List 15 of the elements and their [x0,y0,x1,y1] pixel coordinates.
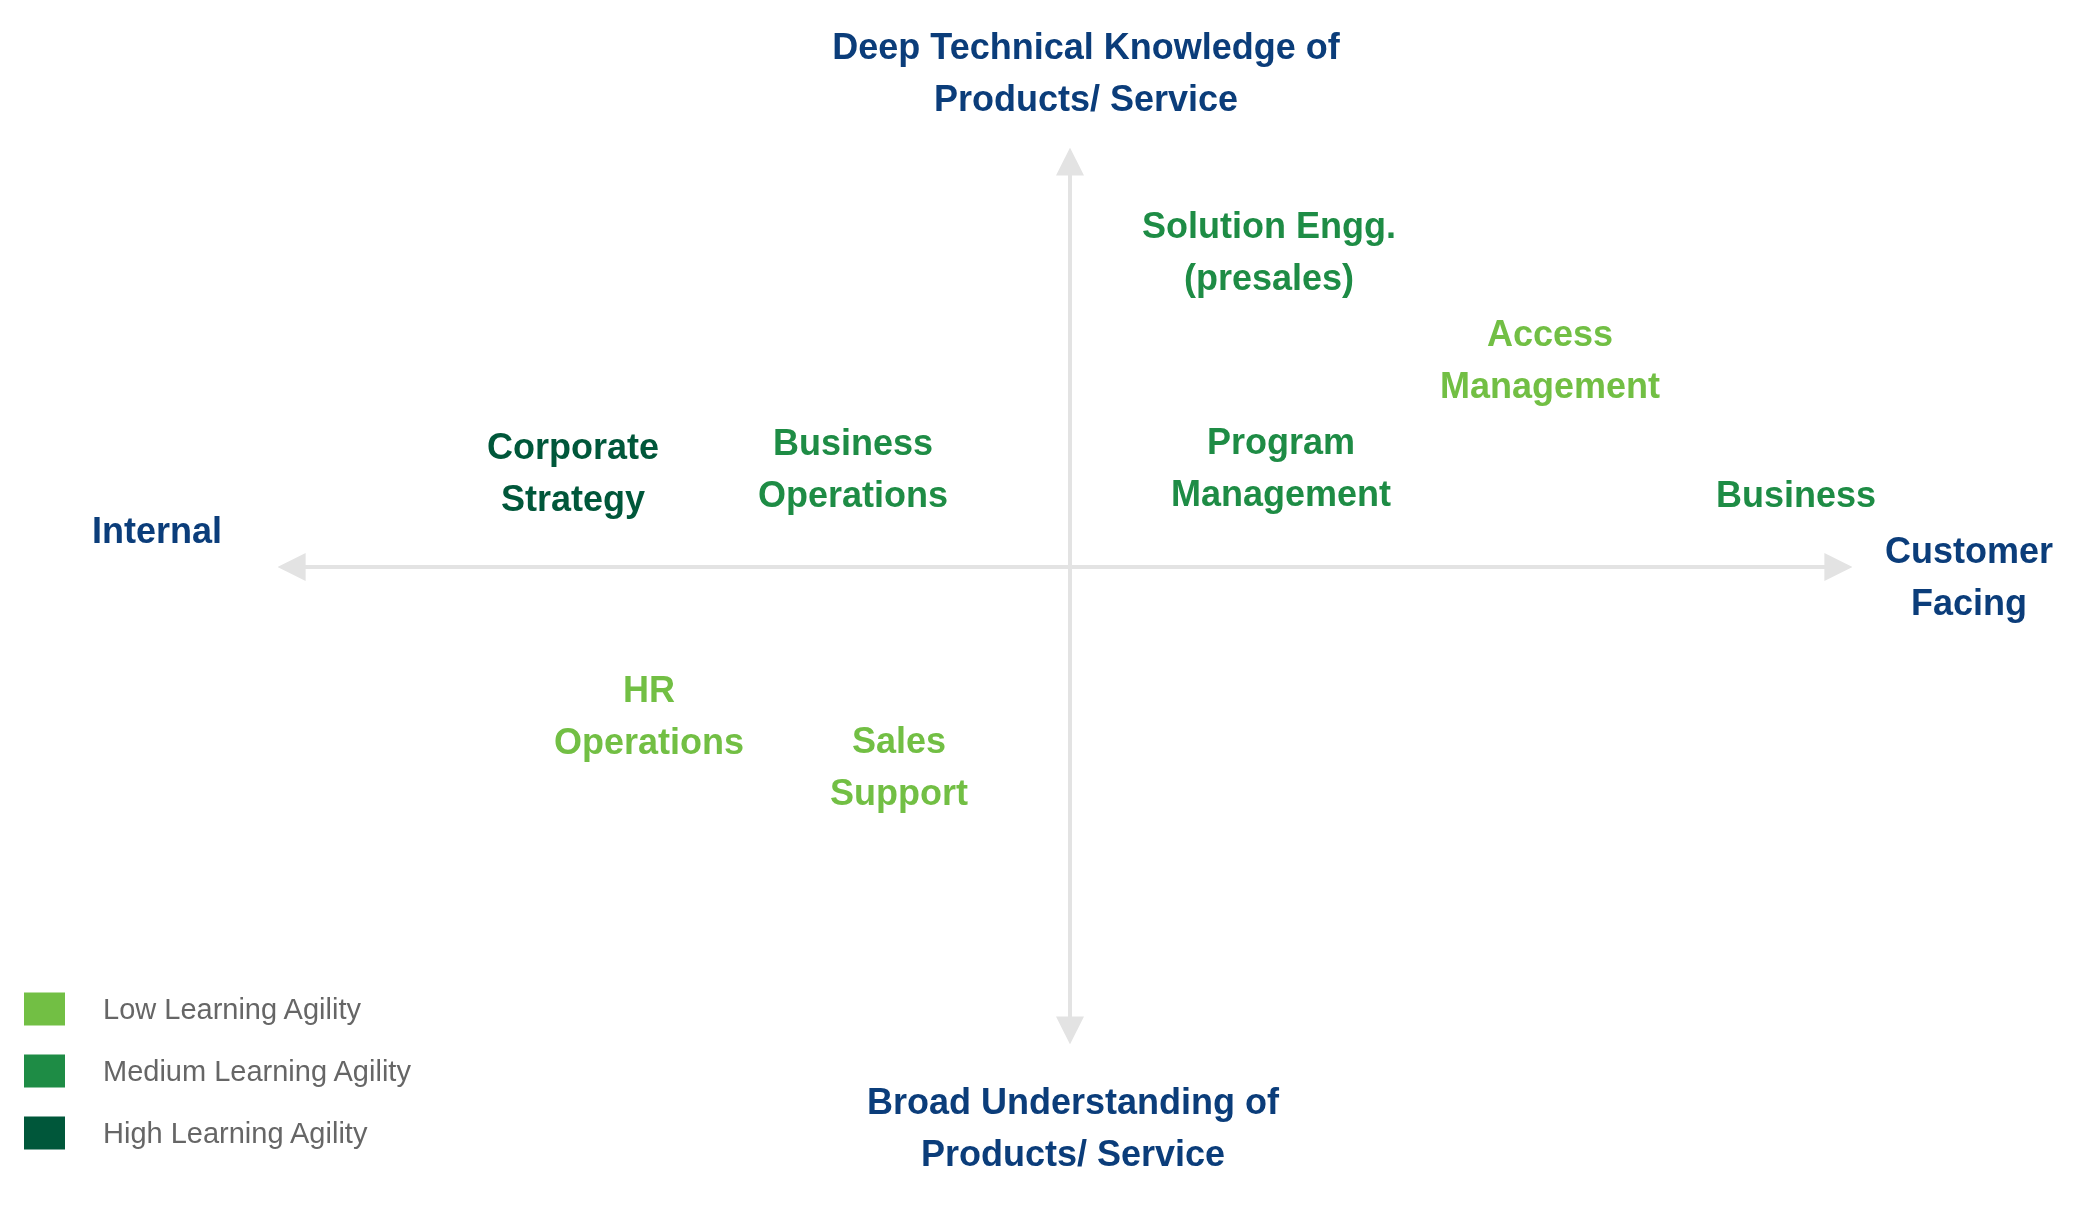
role-label: HR Operations [552,667,745,764]
role-label: Solution Engg. (presales) [1141,203,1397,300]
legend-label: High Learning Agility [103,1116,368,1150]
axis-label: Deep Technical Knowledge of Products/ Service [831,24,1341,121]
axis-label: Internal [92,508,222,553]
role-label: Sales Support [829,718,969,815]
role-label: Program Management [1169,419,1392,516]
axis-label: Customer Facing [1884,528,2054,625]
role-label: Corporate Strategy [486,424,660,521]
axis-label: Broad Understanding of Products/ Service [866,1079,1280,1176]
legend-label: Low Learning Agility [103,992,361,1026]
legend-label: Medium Learning Agility [103,1054,411,1088]
role-label: Access Management [1438,311,1661,408]
role-label: Business Operations [756,420,949,517]
role-label: Business [1715,472,1877,517]
